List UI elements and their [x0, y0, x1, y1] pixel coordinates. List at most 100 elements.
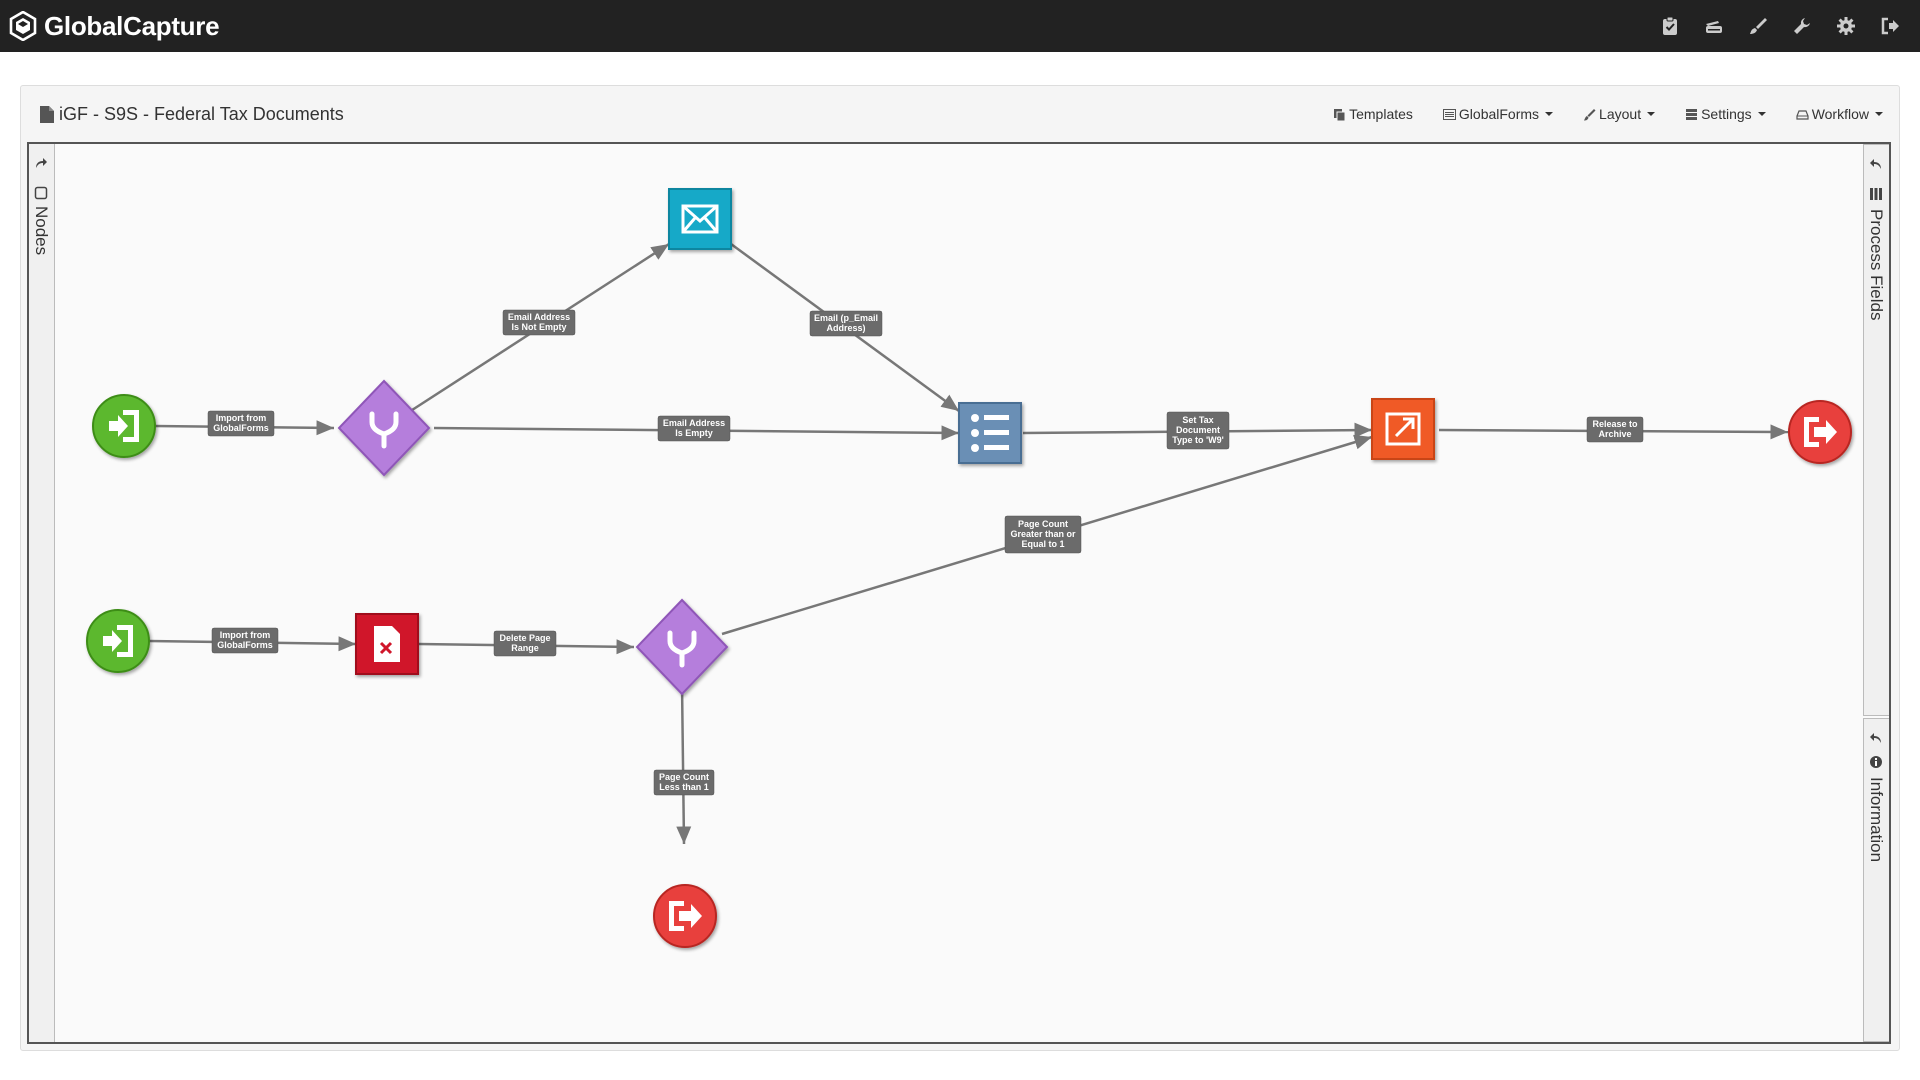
sign-in-icon	[103, 625, 133, 657]
branch-node[interactable]	[337, 379, 431, 477]
svg-text:GlobalForms: GlobalForms	[217, 640, 273, 650]
svg-text:GlobalForms: GlobalForms	[213, 423, 269, 433]
workflow-panel: iGF - S9S - Federal Tax Documents Templa…	[20, 85, 1900, 1051]
email-node[interactable]	[668, 188, 732, 250]
edge-line[interactable]	[676, 683, 692, 845]
globalforms-label: GlobalForms	[1458, 106, 1540, 122]
workflow-dropdown[interactable]: Workflow	[1796, 106, 1883, 122]
nodes-tab-label: Nodes	[32, 206, 51, 256]
svg-text:Less than 1: Less than 1	[659, 782, 709, 792]
sign-out-icon	[669, 901, 702, 931]
svg-text:Type to 'W9': Type to 'W9'	[1172, 435, 1224, 445]
svg-text:Delete Page: Delete Page	[499, 633, 550, 643]
envelope-icon	[681, 204, 719, 234]
svg-text:Is Empty: Is Empty	[675, 428, 713, 438]
settings-dropdown[interactable]: Settings	[1685, 106, 1766, 122]
edges	[148, 242, 1789, 845]
svg-text:Page Count: Page Count	[659, 772, 709, 782]
sign-out-icon	[1804, 417, 1837, 447]
code-fork-icon	[667, 630, 697, 668]
export-node[interactable]	[1371, 398, 1435, 460]
sign-out-icon[interactable]	[1868, 0, 1912, 52]
reply-icon	[1870, 159, 1881, 169]
app-name: GlobalCapture	[44, 10, 220, 41]
svg-text:Document: Document	[1176, 425, 1220, 435]
layout-label: Layout	[1599, 106, 1642, 122]
release-node[interactable]	[1788, 400, 1852, 464]
page-title: iGF - S9S - Federal Tax Documents	[59, 103, 344, 124]
svg-text:Is Not Empty: Is Not Empty	[511, 322, 566, 332]
sign-in-icon	[109, 410, 139, 442]
caret-down-icon	[1647, 112, 1656, 116]
list-alt-icon	[1442, 108, 1456, 120]
svg-text:Range: Range	[511, 643, 539, 653]
templates-label: Templates	[1349, 106, 1413, 122]
svg-text:Import from: Import from	[220, 630, 271, 640]
svg-text:Email (p_Email: Email (p_Email	[814, 313, 878, 323]
copy-icon	[1334, 108, 1346, 121]
external-link-icon	[1385, 412, 1421, 446]
panel-header: iGF - S9S - Federal Tax Documents Templa…	[21, 86, 1899, 142]
svg-text:Email Address: Email Address	[508, 312, 570, 322]
nodes-tab[interactable]: Nodes	[29, 144, 55, 1042]
globalcapture-logo-icon	[9, 11, 37, 41]
import-node[interactable]	[86, 609, 150, 673]
information-tab[interactable]: Information	[1863, 718, 1889, 1042]
caret-down-icon	[1545, 112, 1554, 116]
square-icon	[34, 186, 48, 200]
brush-icon	[1584, 108, 1596, 120]
import-node[interactable]	[92, 394, 156, 458]
svg-text:Set Tax: Set Tax	[1182, 415, 1213, 425]
templates-button[interactable]: Templates	[1333, 106, 1413, 122]
scanner-icon[interactable]	[1692, 0, 1736, 52]
delete-page-node[interactable]	[355, 613, 419, 675]
hdd-icon	[1796, 109, 1809, 120]
columns-icon	[1870, 188, 1882, 200]
layout-dropdown[interactable]: Layout	[1583, 106, 1656, 122]
clipboard-check-icon[interactable]	[1648, 0, 1692, 52]
tasks-icon	[1686, 108, 1698, 120]
branch-node[interactable]	[635, 598, 729, 696]
list-icon	[971, 414, 1009, 452]
process-fields-node[interactable]	[958, 402, 1022, 464]
code-fork-icon	[369, 411, 399, 449]
file-delete-icon	[374, 626, 400, 662]
workflow-label: Workflow	[1811, 106, 1869, 122]
globalforms-dropdown[interactable]: GlobalForms	[1442, 106, 1554, 122]
reply-icon	[1870, 733, 1881, 743]
gear-icon[interactable]	[1824, 0, 1868, 52]
workflow-toolbar: Templates GlobalForms Layout Settings Wo…	[1303, 86, 1883, 142]
process-fields-tab[interactable]: Process Fields	[1863, 144, 1889, 716]
svg-text:Email Address: Email Address	[663, 418, 725, 428]
svg-text:Import from: Import from	[216, 413, 267, 423]
svg-text:Release to: Release to	[1592, 419, 1638, 429]
svg-text:Archive: Archive	[1598, 429, 1631, 439]
information-tab-label: Information	[1867, 777, 1886, 863]
caret-down-icon	[1757, 112, 1766, 116]
info-circle-icon	[1870, 756, 1882, 768]
document-icon	[40, 105, 54, 123]
svg-text:Equal to 1: Equal to 1	[1021, 539, 1064, 549]
caret-down-icon	[1875, 112, 1883, 116]
wrench-icon[interactable]	[1780, 0, 1824, 52]
top-navbar: GlobalCapture	[0, 0, 1920, 52]
process-fields-tab-label: Process Fields	[1867, 209, 1886, 321]
brand-logo[interactable]: GlobalCapture	[8, 10, 220, 42]
svg-text:Address): Address)	[826, 323, 865, 333]
release-node[interactable]	[653, 884, 717, 948]
settings-label: Settings	[1701, 106, 1752, 122]
svg-text:Page Count: Page Count	[1018, 519, 1068, 529]
brush-icon[interactable]	[1736, 0, 1780, 52]
